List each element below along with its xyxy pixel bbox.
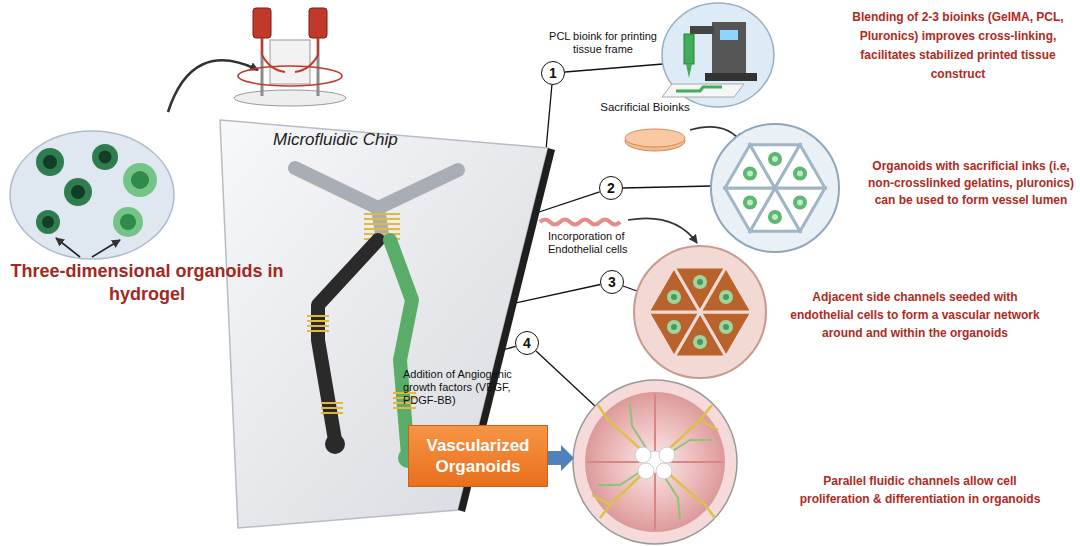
callout-number: 1 [541, 61, 565, 85]
callout-number: 4 [515, 331, 539, 355]
vascular-network-illustration [634, 246, 766, 378]
box-text: Vascularized Organoids [415, 435, 541, 477]
number-text: 4 [523, 335, 531, 351]
connector-line [546, 85, 552, 150]
number-text: 3 [608, 274, 616, 290]
callout-number: 2 [599, 176, 623, 200]
sacrificial-dish [625, 127, 741, 151]
result-box: Vascularized Organoids [408, 425, 548, 487]
step-label: Sacrificial Bioinks [585, 100, 705, 114]
step-label: PCL bioink for printing tissue frame [548, 30, 658, 56]
step-note: Blending of 2-3 bioinks (GelMA, PCL, Plu… [840, 8, 1076, 84]
bioprinter-illustration [662, 3, 774, 107]
perfusion-device [234, 8, 346, 106]
step-note: Adjacent side channels seeded with endot… [785, 288, 1045, 342]
lumen-illustration [711, 124, 839, 252]
flow-arrow [168, 60, 258, 112]
organoid-hydrogel [10, 131, 174, 259]
step-note: Organoids with sacrificial inks (i.e, no… [866, 158, 1076, 209]
organoid-caption: Three-dimensional organoids in hydrogel [2, 260, 292, 306]
vascularized-organoid-illustration [573, 380, 737, 544]
number-text: 2 [607, 180, 615, 196]
step-note: Parallel fluidic channels allow cell pro… [790, 472, 1050, 508]
pointer-arrow [548, 445, 574, 471]
callout-number: 3 [600, 270, 624, 294]
step-label: Incorporation of Endothelial cells [548, 230, 648, 256]
step-label: Addition of Angiogenic growth factors (V… [403, 368, 538, 407]
chip-title: Microfluidic Chip [273, 130, 398, 150]
number-text: 1 [549, 65, 557, 81]
